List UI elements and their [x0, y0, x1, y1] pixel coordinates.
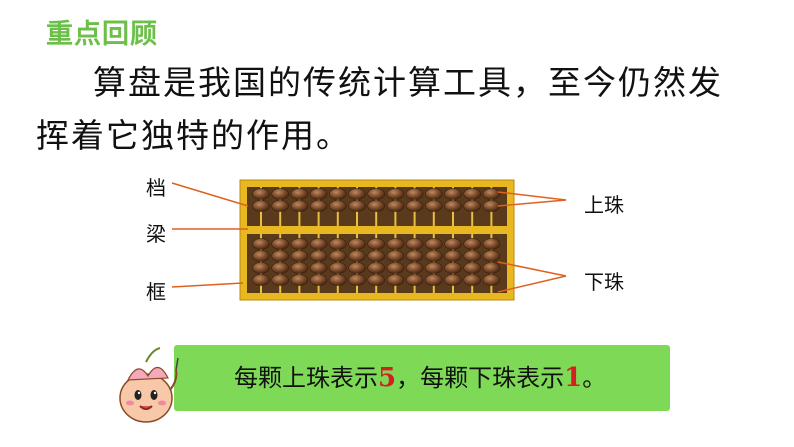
summary-banner: 每颗上珠表示5，每颗下珠表示1。: [174, 345, 670, 411]
abacus-bead: [406, 239, 423, 250]
leader-line-rod: [172, 183, 248, 206]
abacus-bead: [310, 189, 327, 200]
abacus-bead: [445, 201, 462, 212]
abacus-bead: [329, 251, 346, 262]
label-frame: 框: [146, 276, 166, 305]
abacus-bead: [406, 275, 423, 286]
abacus-bead: [425, 239, 442, 250]
abacus-bead: [329, 189, 346, 200]
label-lower-beads: 下珠: [584, 266, 624, 295]
summary-part3: 。: [582, 364, 606, 392]
abacus-bead: [253, 189, 270, 200]
abacus-bead: [425, 201, 442, 212]
abacus-bead: [464, 189, 481, 200]
abacus-bead: [464, 239, 481, 250]
abacus-bead: [445, 189, 462, 200]
abacus-bead: [291, 201, 308, 212]
abacus-bead: [291, 189, 308, 200]
abacus-bead: [483, 239, 500, 250]
abacus-bead: [406, 263, 423, 274]
abacus-bead: [349, 275, 366, 286]
abacus-figure: [0, 0, 794, 340]
abacus-bead: [272, 275, 289, 286]
abacus-bead: [329, 239, 346, 250]
abacus-bead: [310, 201, 327, 212]
abacus-bead: [291, 239, 308, 250]
abacus-bead: [368, 263, 385, 274]
abacus-bead: [406, 201, 423, 212]
label-beam: 梁: [146, 218, 166, 247]
abacus-bead: [387, 239, 404, 250]
abacus-bead: [387, 263, 404, 274]
abacus-bead: [272, 251, 289, 262]
abacus-bead: [387, 189, 404, 200]
abacus-bead: [445, 275, 462, 286]
abacus-bead: [406, 189, 423, 200]
abacus-bead: [253, 239, 270, 250]
abacus-bead: [310, 251, 327, 262]
abacus-bead: [464, 275, 481, 286]
summary-part2: ，每颗下珠表示: [396, 364, 564, 392]
abacus-bead: [253, 251, 270, 262]
abacus-bead: [425, 189, 442, 200]
abacus-bead: [483, 275, 500, 286]
abacus-bead: [387, 201, 404, 212]
abacus-bead: [368, 239, 385, 250]
abacus-bead: [464, 201, 481, 212]
abacus-bead: [387, 275, 404, 286]
abacus-bead: [483, 189, 500, 200]
abacus-bead: [406, 251, 423, 262]
abacus-bead: [253, 263, 270, 274]
abacus-bead: [272, 201, 289, 212]
abacus-bead: [387, 251, 404, 262]
abacus-bead: [272, 189, 289, 200]
summary-part1: 每颗上珠表示: [234, 364, 378, 392]
abacus-bead: [329, 263, 346, 274]
abacus-bead: [272, 263, 289, 274]
lower-bead-value: 1: [564, 363, 582, 393]
abacus-bead: [310, 263, 327, 274]
abacus-bead: [291, 275, 308, 286]
abacus-bead: [483, 251, 500, 262]
abacus-bead: [253, 275, 270, 286]
abacus-bead: [368, 251, 385, 262]
abacus-bead: [445, 263, 462, 274]
abacus-bead: [349, 263, 366, 274]
abacus-bead: [272, 239, 289, 250]
abacus-bead: [253, 201, 270, 212]
abacus-bead: [464, 251, 481, 262]
label-upper-beads: 上珠: [584, 189, 624, 218]
abacus-bead: [425, 251, 442, 262]
abacus-bead: [425, 263, 442, 274]
abacus-bead: [368, 201, 385, 212]
abacus-bead: [349, 189, 366, 200]
abacus-bead: [425, 275, 442, 286]
abacus-bead: [483, 201, 500, 212]
abacus-bead: [368, 189, 385, 200]
abacus-bead: [291, 263, 308, 274]
abacus-bead: [464, 263, 481, 274]
abacus-bead: [368, 275, 385, 286]
peach-mascot-icon: [108, 340, 188, 430]
abacus-bead: [329, 201, 346, 212]
abacus-bead: [483, 263, 500, 274]
summary-text: 每颗上珠表示5，每颗下珠表示1。: [234, 345, 606, 411]
upper-bead-value: 5: [378, 363, 396, 393]
leader-line-frame: [172, 283, 243, 287]
abacus-bead: [349, 201, 366, 212]
abacus-bead: [445, 251, 462, 262]
abacus-bead: [349, 251, 366, 262]
abacus-bead: [291, 251, 308, 262]
abacus-bead: [445, 239, 462, 250]
abacus-bead: [349, 239, 366, 250]
abacus-beam: [247, 226, 507, 234]
abacus-bead: [310, 239, 327, 250]
abacus-bead: [329, 275, 346, 286]
abacus-bead: [310, 275, 327, 286]
label-rod: 档: [146, 172, 166, 201]
